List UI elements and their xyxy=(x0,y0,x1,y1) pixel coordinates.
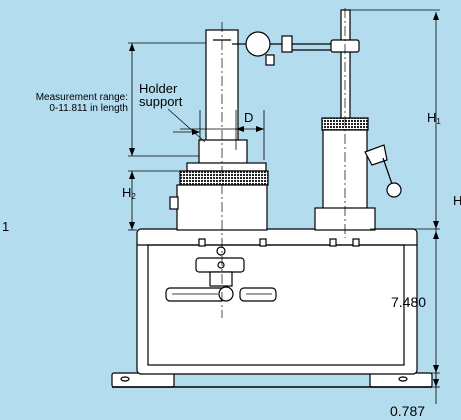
dimension-lines xyxy=(128,9,440,404)
dimension-h2-subscript: 2 xyxy=(131,192,136,201)
dimension-7480: 7.480 xyxy=(391,294,427,310)
left-edge-label: 1 xyxy=(2,219,10,234)
dimension-h2: H2 xyxy=(122,186,136,201)
clamp-knob xyxy=(165,246,277,302)
dimension-h-right: H xyxy=(453,193,461,208)
gauge-column xyxy=(169,29,269,231)
base-foot-right xyxy=(369,372,433,388)
base-bolts xyxy=(198,238,360,247)
holder-support-line-1: Holder xyxy=(139,81,178,96)
centre-lines xyxy=(221,8,346,318)
dimension-h1: H1 xyxy=(427,111,441,126)
holder-support-line-2: support xyxy=(139,94,183,109)
dimension-0787: 0.787 xyxy=(390,403,426,419)
dial-indicator xyxy=(232,31,348,66)
measurement-range-line-1: Measurement range: xyxy=(35,92,128,103)
dimension-h1-subscript: 1 xyxy=(436,117,441,126)
dimension-d: D xyxy=(244,110,254,125)
measurement-range-label: Measurement range: 0-11.811 in length xyxy=(36,92,128,114)
base-foot-left xyxy=(111,372,175,388)
dimension-h2-letter: H xyxy=(122,185,132,200)
dimension-arrows xyxy=(129,12,439,387)
support-pillar xyxy=(314,9,402,231)
holder-support-leader xyxy=(167,108,206,143)
measurement-range-line-2: 0-11.811 in length xyxy=(49,103,128,114)
dimension-h1-letter: H xyxy=(427,110,437,125)
holder-support-label: Holder support xyxy=(137,81,185,109)
